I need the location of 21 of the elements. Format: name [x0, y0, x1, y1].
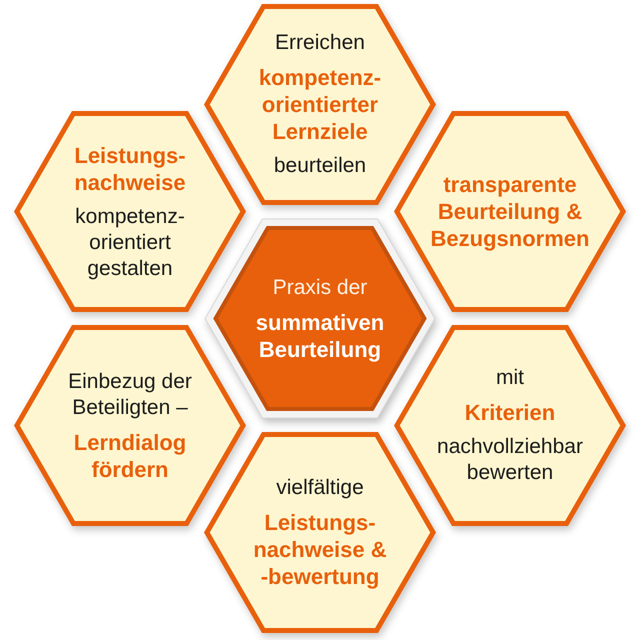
center-keyword: summativen Beurteilung	[256, 310, 384, 362]
hexagon-label: Erreichen	[275, 31, 365, 54]
hexagon-tile	[394, 111, 626, 312]
hexagon-keyword: transparente Beurteilung & Bezugsnormen	[430, 172, 590, 251]
hexagon-keyword: kompetenz- orientierter Lernziele	[258, 65, 382, 144]
hexagon-label: mit	[496, 366, 524, 389]
hexagon-tile	[204, 432, 436, 633]
hexagon-tile	[14, 325, 246, 526]
center-label: Praxis der	[272, 276, 368, 298]
hexagon-label: vielfältige	[276, 476, 364, 499]
hexagon-tile	[204, 4, 436, 205]
hexagon-keyword: Kriterien	[464, 400, 556, 425]
hexagon-label: kompetenz- orientiert gestalten	[75, 204, 185, 280]
hexagon-keyword: Lerndialog fördern	[74, 430, 186, 482]
hexagon-tile	[394, 325, 626, 526]
hexagon-label: Einbezug der Beteiligten –	[68, 370, 192, 418]
hexagon-keyword: Leistungs- nachweise	[74, 142, 186, 194]
hexagon-label: beurteilen	[274, 154, 366, 177]
hexagon-label: nachvollziehbar bewerten	[437, 435, 583, 484]
hexagon-keyword: Leistungs- nachweise & -bewertung	[253, 510, 387, 589]
hexagon-tile	[14, 111, 246, 312]
